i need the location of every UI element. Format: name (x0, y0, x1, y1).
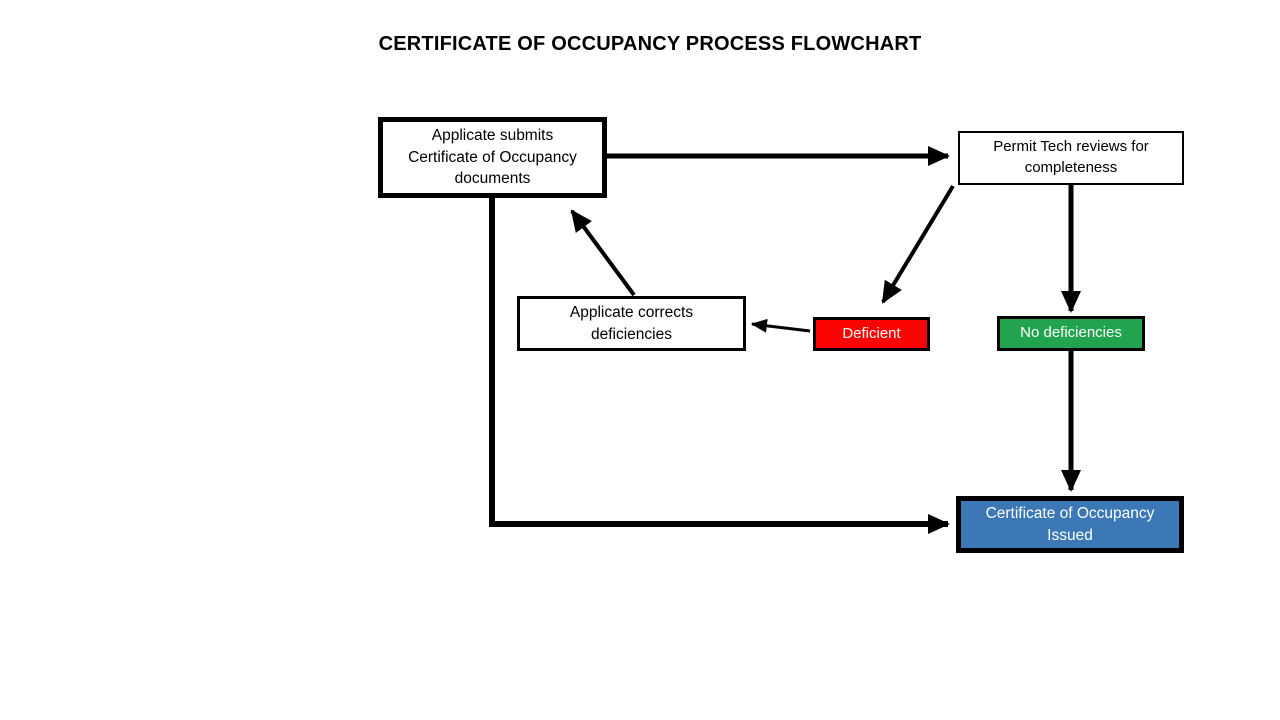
node-no-deficiencies: No deficiencies (997, 316, 1145, 351)
edge-deficient-to-corrects (751, 318, 811, 333)
page-title: CERTIFICATE OF OCCUPANCY PROCESS FLOWCHA… (378, 33, 922, 55)
node-deficient: Deficient (813, 317, 930, 351)
node-permit-tech-reviews: Permit Tech reviews for completeness (958, 131, 1184, 185)
edge-permittech-to-deficient (881, 184, 955, 304)
node-applicate-corrects: Applicate corrects deficiencies (517, 296, 746, 351)
node-applicate-submits: Applicate submits Certificate of Occupan… (378, 117, 607, 198)
edge-submits-to-issued (489, 198, 950, 534)
edge-corrects-to-submits (570, 209, 636, 297)
node-certificate-issued: Certificate of Occupancy Issued (956, 496, 1184, 553)
